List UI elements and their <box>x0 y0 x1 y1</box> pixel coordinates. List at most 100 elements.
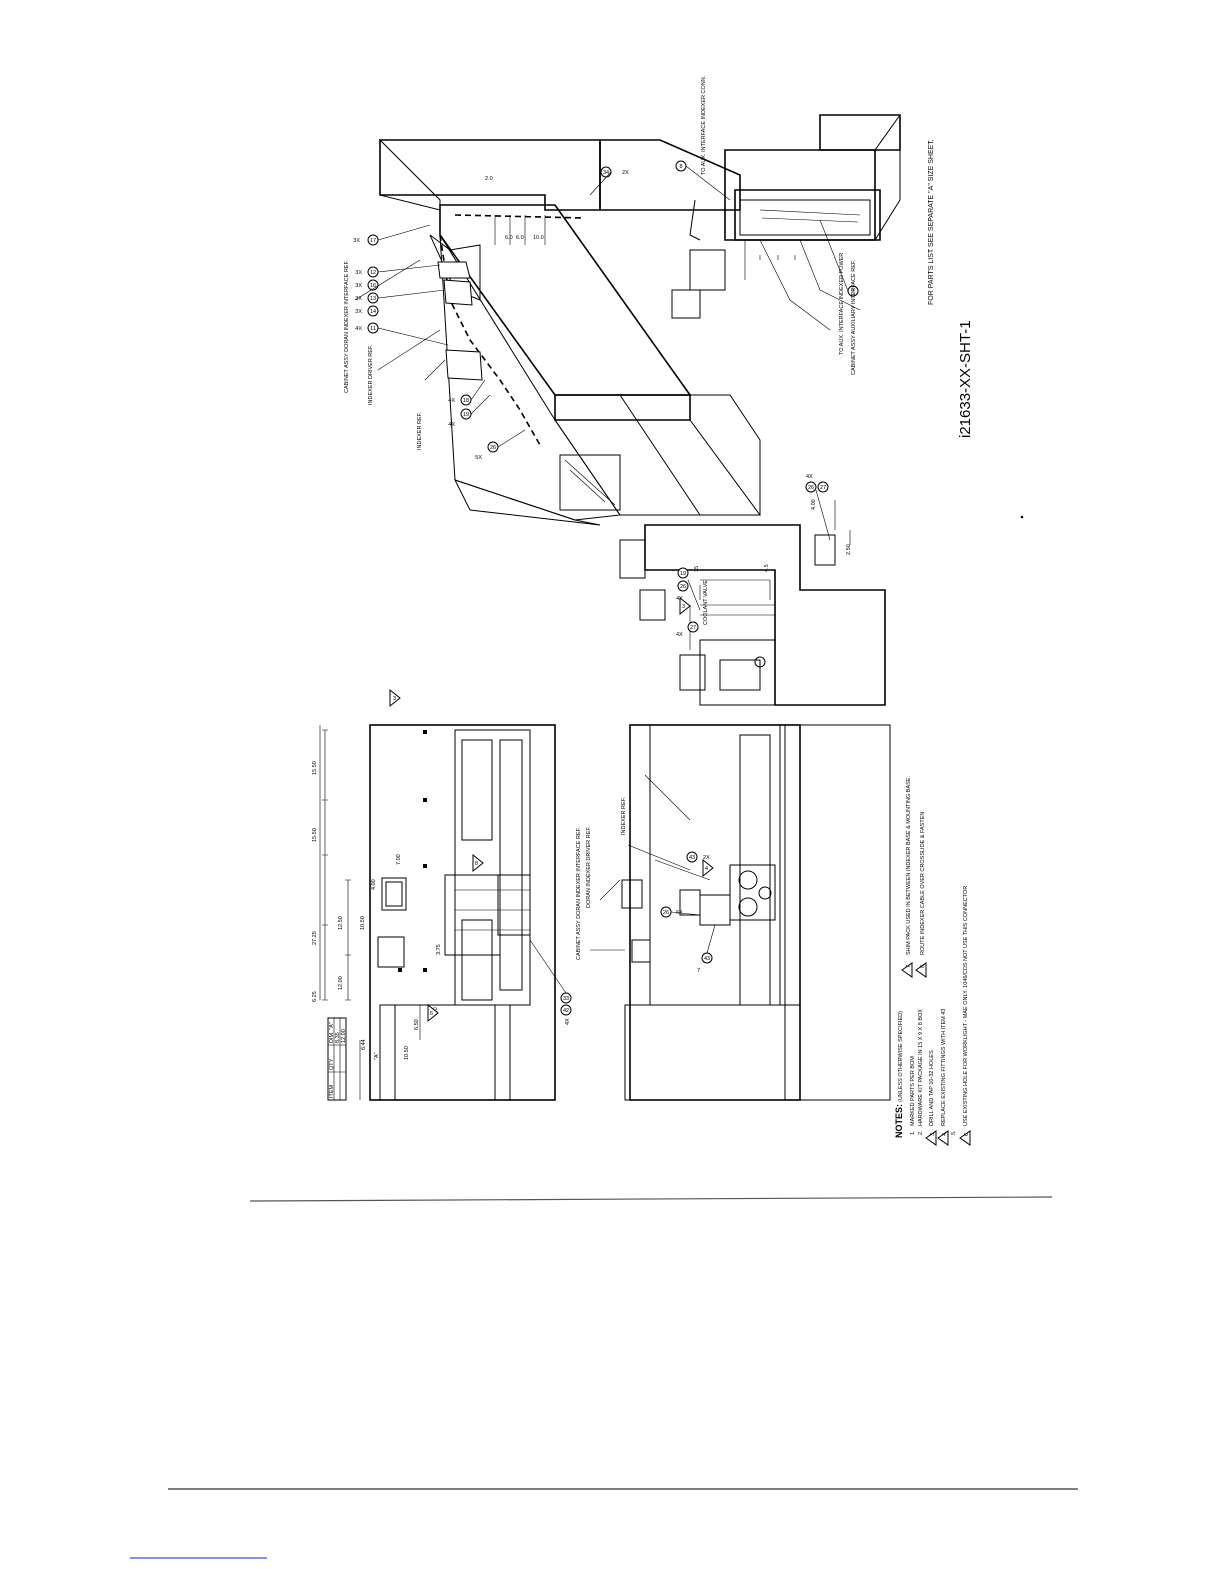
svg-text:6.44: 6.44 <box>361 1039 367 1050</box>
svg-text:6.0: 6.0 <box>516 235 524 241</box>
svg-text:DIM. "A": DIM. "A" <box>329 1022 335 1043</box>
svg-text:15.50: 15.50 <box>312 761 318 775</box>
svg-text:3.75: 3.75 <box>436 944 442 955</box>
balloon-26: 26 5X <box>475 441 499 461</box>
iso-dimensions: 2.0 6.0 6.0 10.0 <box>485 176 546 245</box>
svg-text:SHIM PACK USED IN BETWEEN INDE: SHIM PACK USED IN BETWEEN INDEXER BASE &… <box>906 776 912 955</box>
iso-labels: CABINET ASSY DORAN INDEXER INTERFACE REF… <box>344 75 857 450</box>
svg-text:4X: 4X <box>806 474 813 480</box>
svg-text:4.00: 4.00 <box>811 499 817 510</box>
svg-text:6.50: 6.50 <box>414 1019 420 1030</box>
svg-text:3X: 3X <box>355 283 362 289</box>
svg-text:19: 19 <box>463 412 469 418</box>
svg-text:8.35: 8.35 <box>335 1032 341 1043</box>
svg-text:18: 18 <box>463 398 469 404</box>
svg-text:19: 19 <box>680 571 686 577</box>
svg-text:27.25: 27.25 <box>312 931 318 945</box>
svg-text:4X: 4X <box>448 398 455 404</box>
label-coolant-valve: COOLANT VALVE <box>703 580 709 625</box>
svg-text:3X: 3X <box>355 309 362 315</box>
svg-text:26: 26 <box>808 485 814 491</box>
svg-text:27: 27 <box>690 625 696 631</box>
svg-text:33: 33 <box>563 996 569 1002</box>
balloon-11: 11 4X <box>355 322 379 334</box>
svg-text:4.5: 4.5 <box>764 564 770 572</box>
svg-text:3: 3 <box>930 1133 936 1136</box>
drawing-bottom-rule <box>249 1196 1053 1202</box>
notes-block: NOTES: (UNLESS OTHERWISE SPECIFIED) 1. M… <box>894 776 971 1146</box>
label-indexer-driver: INDEXER DRIVER REF. <box>368 344 374 405</box>
balloon-13: 13 3X <box>355 292 379 304</box>
svg-text:"A": "A" <box>374 1052 380 1060</box>
dimension-table: ITEM QTY DIM. "A" 8.35 12.00 <box>327 1017 347 1101</box>
svg-text:16: 16 <box>370 283 376 289</box>
svg-text:15: 15 <box>694 566 700 572</box>
balloon-34: 34 2X <box>600 166 629 178</box>
svg-text:REPLACE EXISTING FITTINGS WITH: REPLACE EXISTING FITTINGS WITH ITEM 43 <box>941 1009 947 1126</box>
front-elevation-view: DORAN INDEXER DRIVER REF. INDEXER REF. C… <box>576 724 891 1101</box>
side-elevation-view: COOLANT VALVE 15 4.5 2.50 4.00 19 26 4X … <box>619 474 886 706</box>
svg-text:8: 8 <box>679 164 682 170</box>
isometric-machine-view <box>379 114 901 526</box>
svg-text:26: 26 <box>663 910 669 916</box>
label-cabinet-assy: CABINET ASSY DORAN INDEXER INTERFACE REF… <box>344 260 350 393</box>
label-indexer-ref: INDEXER REF. <box>417 412 423 450</box>
svg-text:3X: 3X <box>355 296 362 302</box>
svg-text:8: 8 <box>920 965 926 968</box>
svg-text:3X: 3X <box>353 238 360 244</box>
svg-text:USE EXISTING HOLE FOR WORKLIGH: USE EXISTING HOLE FOR WORKLIGHT - MAE ON… <box>963 886 969 1126</box>
svg-text:MARKED PARTS PER BOM: MARKED PARTS PER BOM <box>910 1056 916 1126</box>
svg-text:43: 43 <box>689 855 695 861</box>
svg-text:4X: 4X <box>565 1018 571 1025</box>
svg-text:6.0: 6.0 <box>505 235 513 241</box>
svg-text:3X: 3X <box>355 270 362 276</box>
svg-text:7: 7 <box>697 968 700 974</box>
svg-text:4.00: 4.00 <box>371 879 377 890</box>
svg-text:2X: 2X <box>622 170 629 176</box>
svg-text:2.0: 2.0 <box>485 176 493 182</box>
svg-text:4: 4 <box>705 866 708 872</box>
svg-text:10.50: 10.50 <box>360 916 366 930</box>
svg-text:8: 8 <box>475 861 478 867</box>
svg-text:4X: 4X <box>355 326 362 332</box>
notes-qualifier: (UNLESS OTHERWISE SPECIFIED) <box>898 1011 904 1102</box>
svg-text:5.: 5. <box>951 1130 957 1135</box>
label-front-cabinet: CABINET ASSY DORAN INDEXER INTERFACE REF… <box>576 827 582 960</box>
balloon-12: 12 3X <box>355 266 379 278</box>
svg-text:7.00: 7.00 <box>396 854 402 865</box>
balloon-18: 18 4X <box>448 394 472 406</box>
svg-text:12.00: 12.00 <box>338 976 344 990</box>
svg-text:11: 11 <box>370 326 376 332</box>
label-to-aux-conn: TO AUX. INTERFACE INDEXER CONN. <box>701 75 707 175</box>
svg-text:12.00: 12.00 <box>341 1029 347 1043</box>
svg-text:6: 6 <box>964 1133 970 1136</box>
svg-text:1.: 1. <box>910 1130 916 1135</box>
balloon-8: 8 <box>675 160 687 172</box>
svg-text:4X: 4X <box>448 422 455 428</box>
svg-text:7: 7 <box>851 289 854 295</box>
drawing-number: i21633-XX-SHT-1 <box>957 320 974 438</box>
svg-text:10.50: 10.50 <box>404 1046 410 1060</box>
label-cabinet-aux: CABINET ASSY AUXILIARY INTERFACE REF. <box>851 259 857 375</box>
svg-text:10.0: 10.0 <box>533 235 544 241</box>
svg-text:DRILL AND TAP 10-32 HOLES.: DRILL AND TAP 10-32 HOLES. <box>929 1048 935 1126</box>
svg-text:7: 7 <box>906 965 912 968</box>
svg-text:ITEM: ITEM <box>329 1084 335 1098</box>
svg-text:12: 12 <box>370 270 376 276</box>
svg-text:34: 34 <box>603 170 609 176</box>
svg-text:26: 26 <box>490 445 496 451</box>
balloon-14: 14 3X <box>355 305 379 317</box>
svg-text:27: 27 <box>820 485 826 491</box>
notes-heading: NOTES: <box>894 1104 904 1138</box>
label-to-aux-power: TO AUX. INTERFACE INDEXER POWER <box>839 253 845 355</box>
svg-text:42: 42 <box>563 1008 569 1014</box>
svg-text:2.50: 2.50 <box>846 544 852 555</box>
svg-text:ROUTE INDEXER CABLE OVER CROSS: ROUTE INDEXER CABLE OVER CROSSLIDE & FAS… <box>920 812 926 955</box>
svg-text:6: 6 <box>430 1011 433 1017</box>
svg-text:HARDWARE KIT PACKAGE IN 15 X 9: HARDWARE KIT PACKAGE IN 15 X 9 X 8 BOX <box>918 1009 924 1126</box>
svg-text:43: 43 <box>704 956 710 962</box>
svg-text:4: 4 <box>942 1133 948 1136</box>
svg-text:14: 14 <box>370 309 376 315</box>
top-plan-view: 6.25 27.25 15.50 15.50 12.00 12.50 10.50… <box>312 688 572 1101</box>
